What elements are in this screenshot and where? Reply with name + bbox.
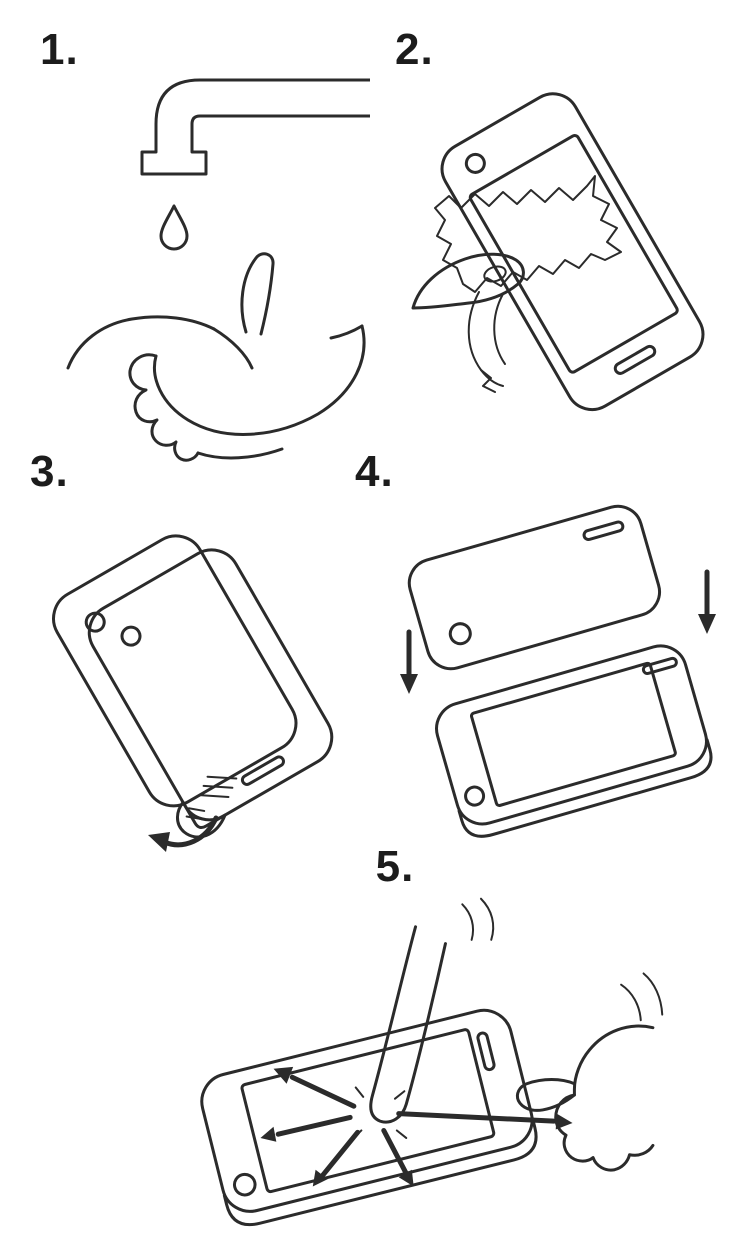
peel-corner xyxy=(170,787,229,845)
step-1-number: 1. xyxy=(40,25,79,74)
wash-hands-illustration xyxy=(40,66,370,466)
down-arrow-right xyxy=(698,572,716,634)
down-arrow-left xyxy=(400,632,418,694)
step-2: 2. xyxy=(395,28,740,443)
step-1: 1. xyxy=(40,28,370,443)
smooth-outward-illustration xyxy=(115,895,675,1237)
step-3: 3. xyxy=(30,447,365,852)
water-drop-icon xyxy=(161,206,187,249)
align-protector-illustration xyxy=(400,480,716,840)
phone xyxy=(196,1004,541,1230)
thumb xyxy=(413,254,523,308)
step-5-number: 5. xyxy=(375,842,415,891)
spread-arrows xyxy=(260,1066,573,1187)
step-2-number: 2. xyxy=(395,25,434,74)
pressing-finger xyxy=(371,899,493,1122)
protector-film xyxy=(404,501,666,675)
protector-film xyxy=(79,540,342,830)
step-5: 5. xyxy=(95,845,695,1237)
backing-film xyxy=(43,526,306,816)
step-4-number: 4. xyxy=(355,447,394,496)
peel-arrow xyxy=(148,818,216,852)
step-3-number: 3. xyxy=(30,447,69,496)
faucet-icon xyxy=(142,80,370,174)
peel-backing-illustration xyxy=(30,480,365,852)
hands xyxy=(68,254,364,460)
clean-screen-illustration xyxy=(395,46,740,446)
step-4: 4. xyxy=(355,450,745,850)
cleaning-cloth xyxy=(435,176,621,392)
holding-hand xyxy=(517,973,662,1170)
phone xyxy=(433,84,713,419)
phone xyxy=(430,640,715,840)
